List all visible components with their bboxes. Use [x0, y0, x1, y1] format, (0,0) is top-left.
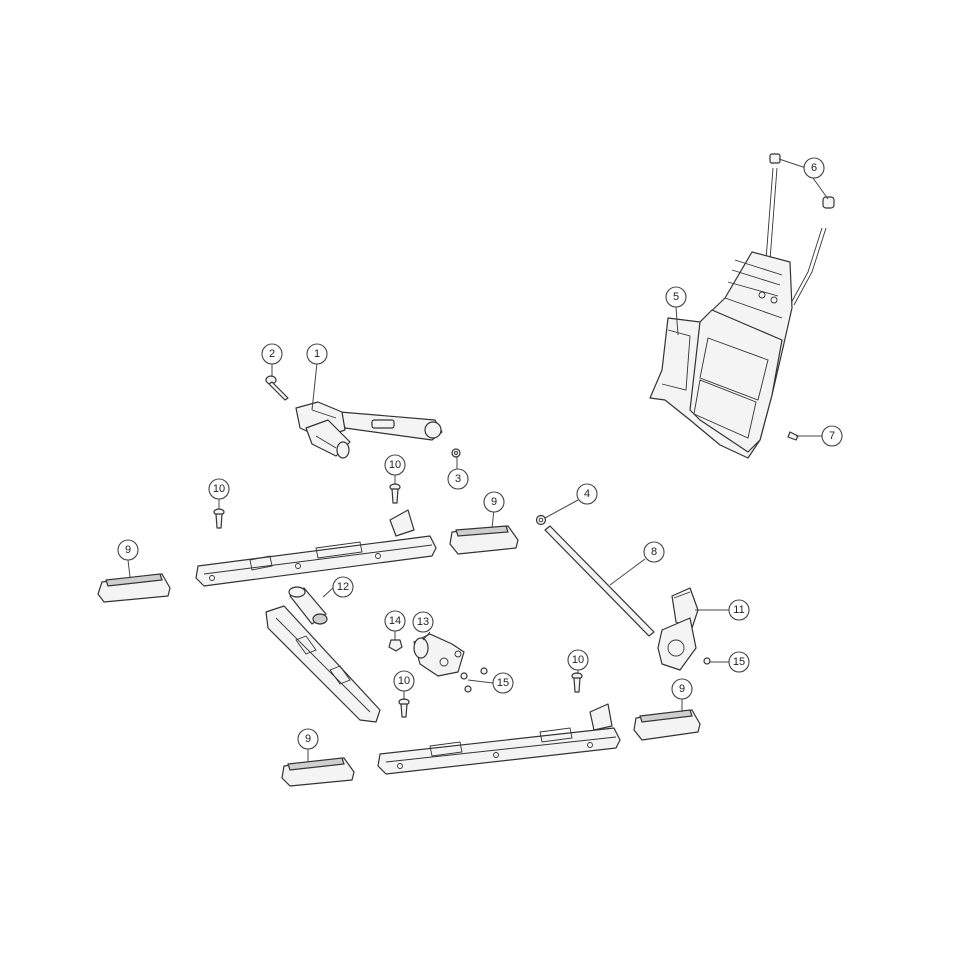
svg-text:4: 4 [584, 488, 590, 500]
part-9-cover-c [633, 709, 701, 741]
callout-4: 4 [576, 483, 598, 505]
callout-14: 14 [384, 610, 406, 632]
callout-15-b: 15 [728, 651, 750, 673]
part-15-screws-a [460, 667, 488, 693]
part-11-height-motor [657, 587, 699, 671]
part-13-seat-motor [413, 633, 465, 677]
svg-text:15: 15 [733, 656, 745, 668]
svg-text:9: 9 [491, 496, 497, 508]
svg-text:9: 9 [125, 544, 131, 556]
callout-9-a: 9 [117, 539, 139, 561]
part-10-screw-c [571, 672, 583, 693]
svg-text:7: 7 [829, 430, 835, 442]
callout-9-b: 9 [483, 491, 505, 513]
right-seat-track [377, 703, 621, 775]
svg-text:13: 13 [417, 616, 429, 628]
svg-text:6: 6 [811, 162, 817, 174]
callout-9-c: 9 [671, 678, 693, 700]
callout-9-d: 9 [297, 728, 319, 750]
part-9-cover-b [449, 525, 519, 555]
svg-text:12: 12 [337, 581, 349, 593]
callout-10-a: 10 [384, 454, 406, 476]
svg-text:1: 1 [314, 348, 320, 360]
callout-1: 1 [306, 343, 328, 365]
svg-text:5: 5 [673, 291, 679, 303]
callout-5: 5 [665, 286, 687, 308]
callout-8: 8 [643, 541, 665, 563]
part-8-drive-rod [544, 525, 655, 637]
callout-6: 6 [803, 157, 825, 179]
part-10-screw-a [213, 508, 225, 529]
lower-left-seat-track [265, 605, 381, 723]
part-1-recliner-motor-arm [295, 401, 443, 459]
part-10-screw-b [389, 483, 401, 504]
svg-text:10: 10 [398, 675, 410, 687]
leader-lines [127, 158, 829, 762]
svg-text:9: 9 [305, 733, 311, 745]
svg-text:2: 2 [269, 348, 275, 360]
svg-text:9: 9 [679, 683, 685, 695]
callout-2: 2 [261, 343, 283, 365]
callout-7: 7 [821, 425, 843, 447]
callout-15-a: 15 [492, 672, 514, 694]
part-10-screw-d [398, 698, 410, 718]
upper-left-seat-track [195, 509, 437, 587]
callout-10-d: 10 [393, 670, 415, 692]
part-7-screw [787, 431, 799, 441]
svg-text:15: 15 [497, 677, 509, 689]
callout-10-b: 10 [208, 478, 230, 500]
callout-13: 13 [412, 611, 434, 633]
svg-text:10: 10 [213, 483, 225, 495]
svg-text:10: 10 [572, 654, 584, 666]
part-2-bolt [265, 375, 289, 401]
part-4-washer [535, 514, 547, 526]
part-5-seat-back-panel [649, 251, 793, 459]
callout-10-c: 10 [567, 649, 589, 671]
svg-text:14: 14 [389, 615, 401, 627]
callout-3: 3 [447, 468, 469, 490]
svg-text:3: 3 [455, 473, 461, 485]
svg-text:11: 11 [733, 604, 744, 616]
part-14-nut [388, 639, 403, 652]
part-15-screw-b [703, 657, 711, 665]
part-12-motor [288, 586, 328, 625]
callout-11: 11 [728, 599, 750, 621]
part-3-nut [451, 448, 461, 458]
svg-text:8: 8 [651, 546, 657, 558]
part-9-cover-d [281, 757, 355, 787]
part-9-cover-a [97, 573, 171, 603]
callout-12: 12 [332, 576, 354, 598]
svg-text:10: 10 [389, 459, 401, 471]
